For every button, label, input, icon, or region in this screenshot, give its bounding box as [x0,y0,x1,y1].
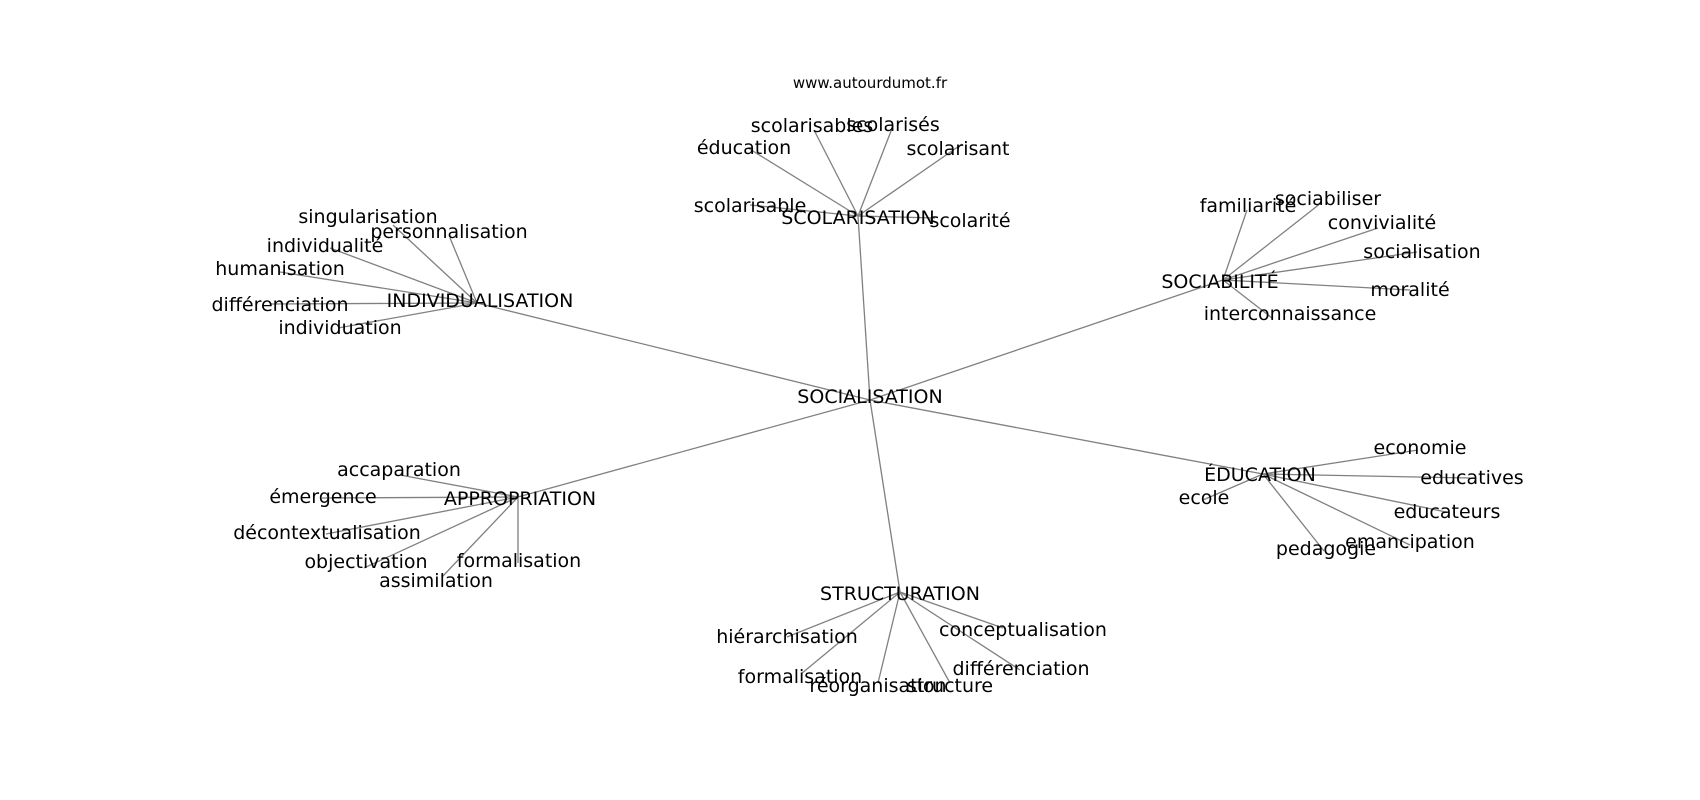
edge-structuration-word [877,591,901,684]
edge-individualisation-word [449,237,478,304]
edge-scolarisation-word [857,125,894,217]
word-label: convivialité [1328,212,1437,234]
word-label: personnalisation [370,221,527,243]
word-label: individuation [278,317,401,339]
edge-center-appropriation [517,399,871,498]
edge-appropriation-word [325,496,519,535]
word-label: educatives [1420,467,1523,489]
edge-sociabilite-word [1222,279,1273,319]
edge-structuration-word [800,591,901,675]
word-label: sociabiliser [1275,188,1381,210]
edge-sociabilite-word [1222,209,1248,281]
word-label: pedagogie [1276,538,1376,560]
word-label: émergence [269,486,376,508]
edge-appropriation-word [363,496,519,569]
edge-sociabilite-word [1222,227,1379,281]
word-label: réorganisation [809,675,946,697]
edge-individualisation-word [269,302,478,305]
word-label: éducation [697,137,791,159]
edge-center-individualisation [476,302,871,401]
hub-label-education: ÉDUCATION [1204,463,1316,486]
word-label: différenciation [952,658,1089,680]
edge-individualisation-word [279,271,478,304]
word-label: individualité [267,235,384,257]
source-credit: www.autourdumot.fr [793,74,948,92]
edge-structuration-word [899,591,1021,671]
word-label: educateurs [1394,501,1501,523]
hub-label-sociabilite: SOCIABILITÉ [1161,270,1278,293]
edge-structuration-word [899,591,951,684]
edge-scolarisation-word [749,204,859,217]
edge-sociabilite-word [1222,251,1418,281]
edge-education-word [1262,473,1411,546]
edge-appropriation-word [321,496,519,499]
edge-structuration-word [899,591,1004,629]
edges-layer [269,125,1471,684]
edge-scolarisation-word [813,129,859,217]
edge-scolarisation-word [857,215,936,219]
hub-label-structuration: STRUCTURATION [820,583,980,605]
edge-education-word [1262,473,1447,513]
edge-education-word [1202,473,1264,501]
word-label: familiarité [1200,195,1297,217]
word-label: singularisation [298,206,437,228]
edge-appropriation-word [441,496,519,578]
word-label: structure [907,675,993,697]
edge-appropriation-word [399,474,519,498]
word-label: accaparation [337,459,461,481]
edge-education-word [1262,473,1471,479]
edge-center-scolarisation [857,215,871,401]
word-label: emancipation [1345,531,1475,553]
hub-label-individualisation: INDIVIDUALISATION [387,290,574,312]
edge-individualisation-word [329,247,478,304]
word-label: assimilation [379,570,493,592]
word-label: scolarisables [751,115,873,137]
word-label: scolarisant [906,138,1009,160]
center-label: SOCIALISATION [797,386,942,408]
word-label: economie [1374,437,1467,459]
hub-label-appropriation: APPROPRIATION [444,488,596,510]
edge-individualisation-word [337,302,478,329]
word-label: scolarisés [846,114,939,136]
edge-center-sociabilite [869,279,1224,401]
word-label: différenciation [211,294,348,316]
word-label: interconnaissance [1204,303,1377,325]
edge-structuration-word [786,591,901,638]
word-label: humanisation [215,258,345,280]
edge-center-structuration [869,399,901,593]
word-label: conceptualisation [939,619,1107,641]
word-label: formalisation [457,550,581,572]
word-label: objectivation [304,551,427,573]
word-label: formalisation [738,666,862,688]
word-label: socialisation [1363,241,1480,263]
edge-sociabilite-word [1222,202,1322,281]
word-label: scolarité [929,210,1010,232]
word-label: scolarisable [694,195,807,217]
word-label: moralité [1370,279,1449,301]
edge-individualisation-word [392,224,478,304]
edge-sociabilite-word [1222,279,1411,291]
word-label: ecole [1179,487,1230,509]
edge-scolarisation-word [747,147,859,217]
edge-education-word [1262,473,1325,552]
edge-education-word [1262,449,1419,475]
edge-center-education [869,399,1264,475]
word-label: hiérarchisation [716,626,858,648]
hub-label-scolarisation: SCOLARISATION [781,207,934,229]
word-label: décontextualisation [233,522,421,544]
edge-scolarisation-word [857,143,963,217]
